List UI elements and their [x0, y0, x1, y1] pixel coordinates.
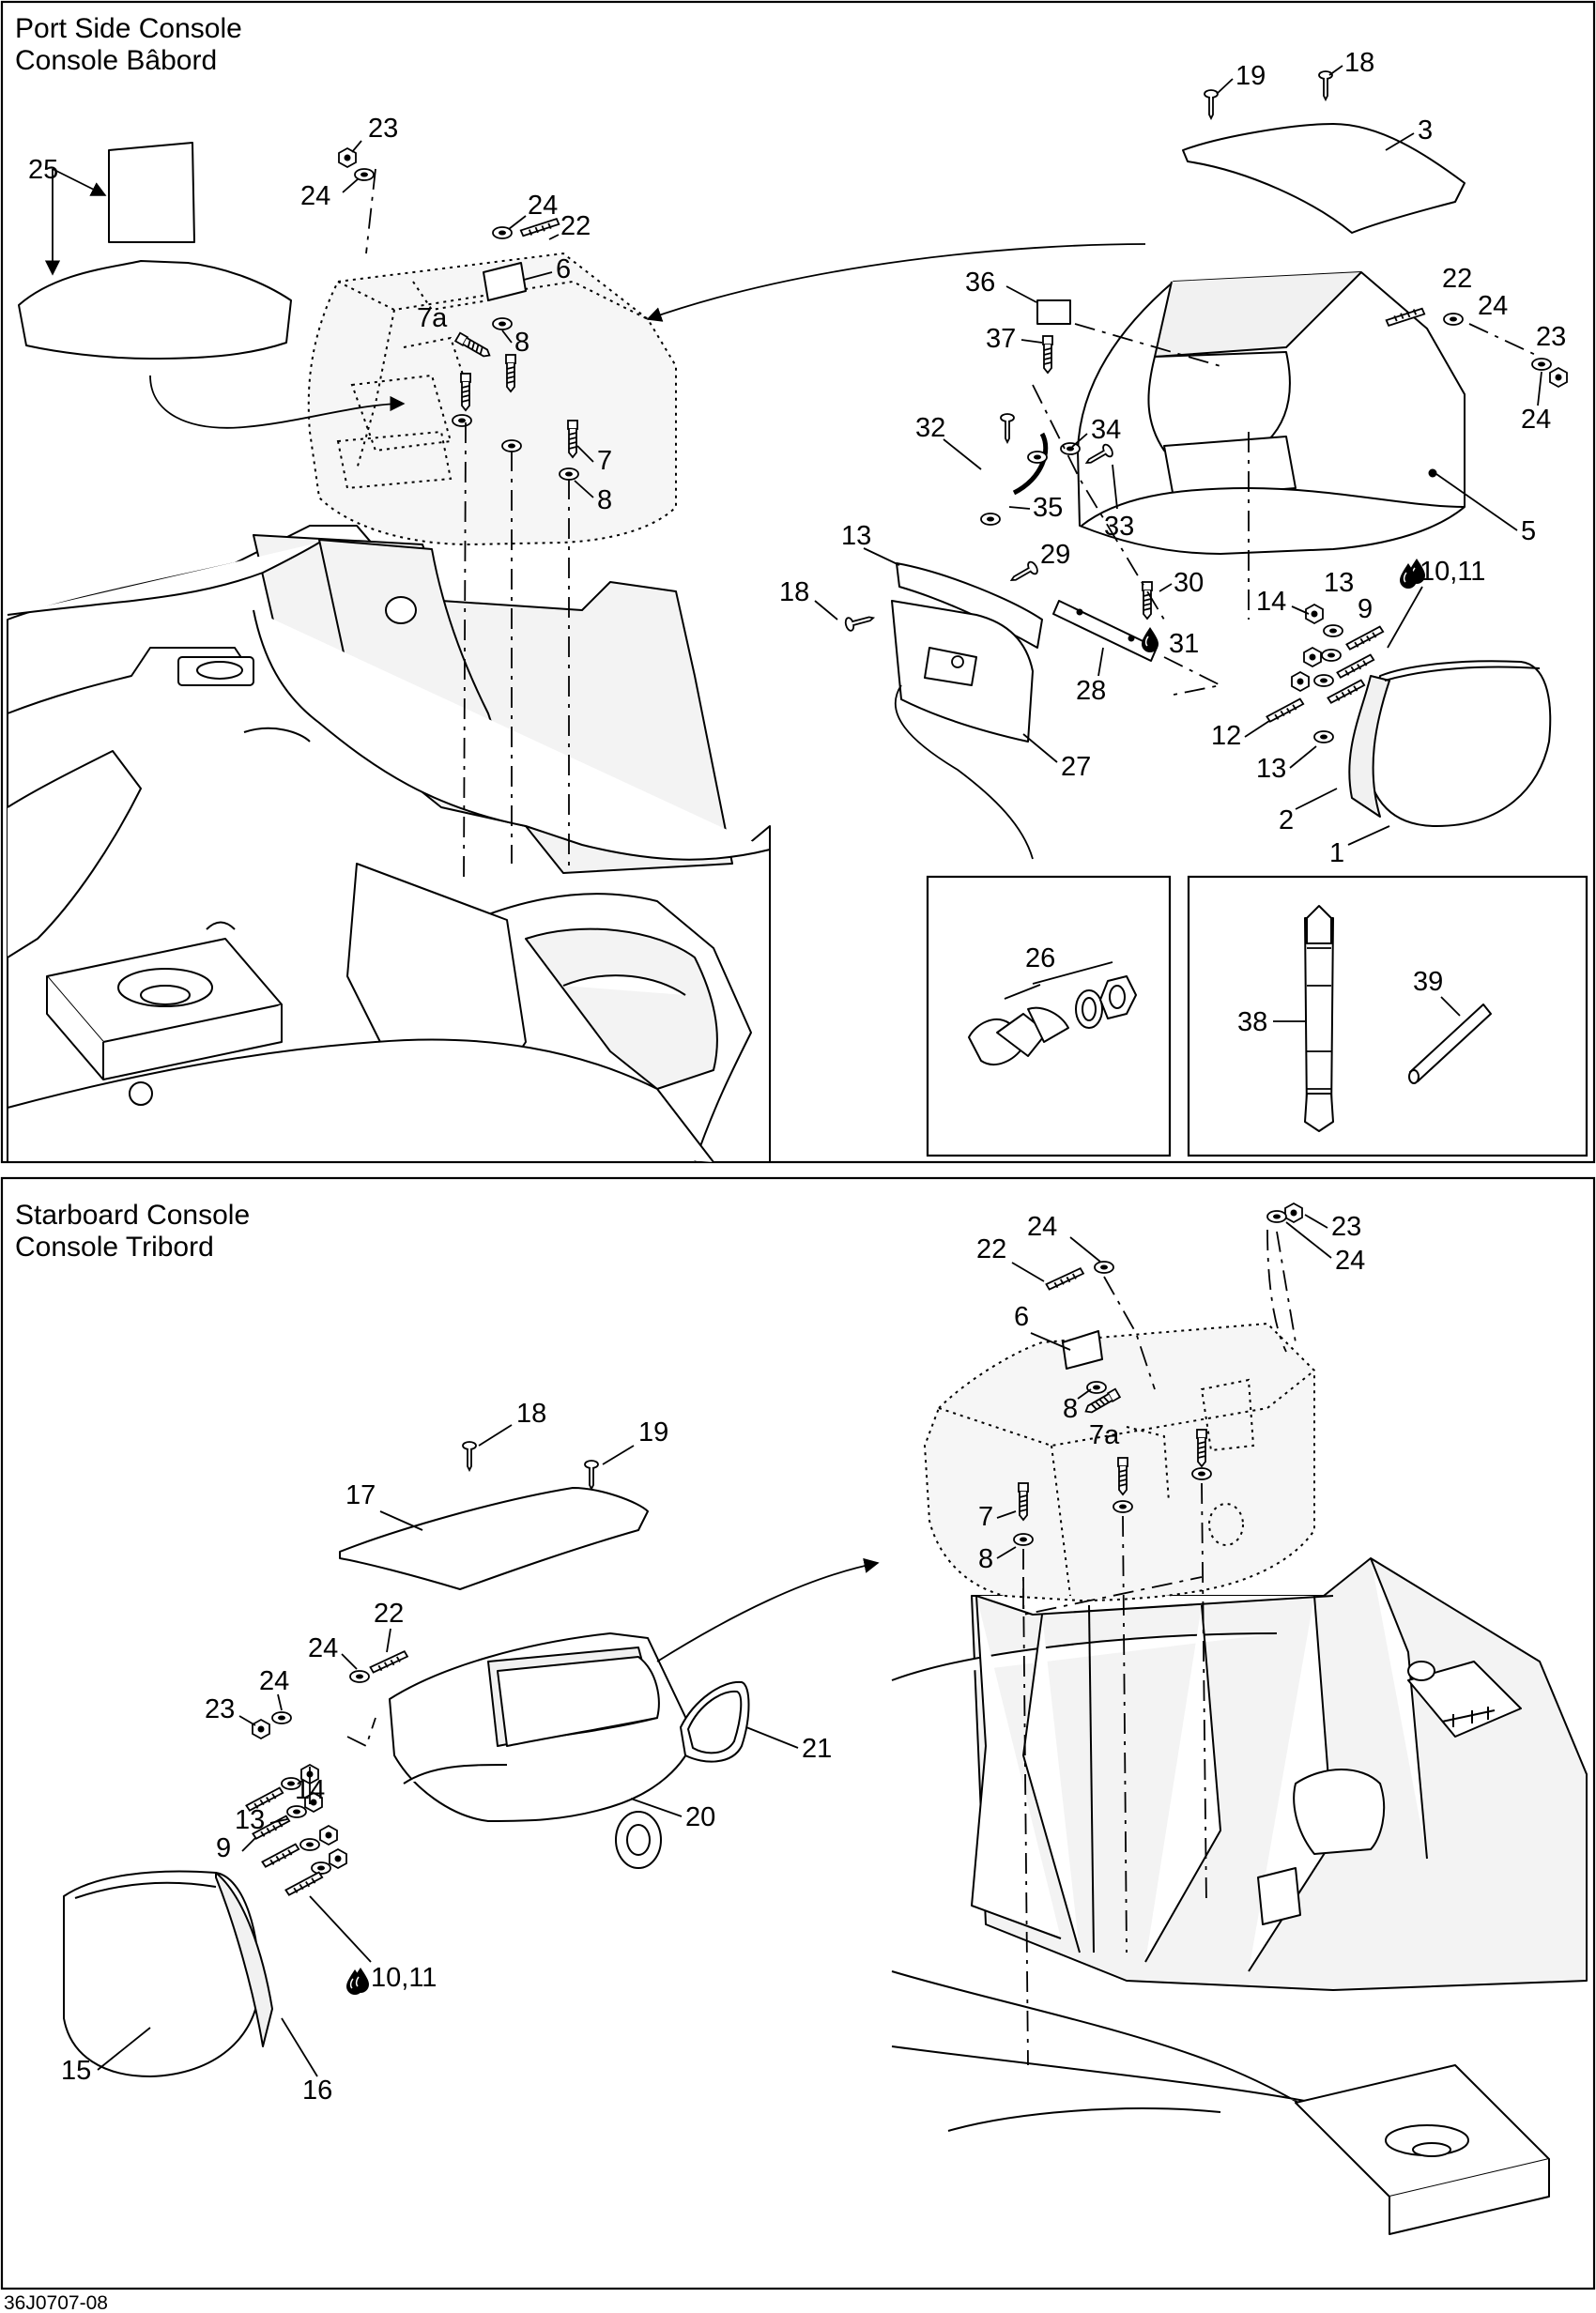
part-15-latch-housing [63, 1870, 273, 2077]
callout-p-32: 32 [915, 413, 945, 443]
callout-s-22b: 22 [374, 1599, 404, 1629]
callout-p-5: 5 [1521, 516, 1536, 546]
starboard-title-en: Starboard Console [15, 1200, 250, 1231]
callout-s-9: 9 [216, 1833, 231, 1863]
callout-p-4: 13 [841, 521, 871, 551]
part-28-bracket [1052, 600, 1158, 662]
callout-p-14: 14 [1256, 587, 1286, 617]
callout-p-30: 30 [1174, 568, 1204, 598]
starboard-title-fr: Console Tribord [15, 1232, 214, 1263]
callout-p-18a: 18 [1344, 48, 1374, 78]
callout-p-8a: 8 [514, 328, 529, 358]
callout-p-26: 26 [1025, 943, 1055, 973]
callout-p-23a: 23 [368, 114, 398, 144]
callout-p-3: 3 [1418, 115, 1433, 146]
callout-s-6: 6 [1014, 1302, 1029, 1332]
callout-p-33: 33 [1104, 512, 1134, 542]
callout-p-39: 39 [1413, 967, 1443, 997]
part-3-cover [1182, 70, 1466, 234]
starboard-hardware [243, 1202, 1303, 1996]
callout-p-9: 9 [1358, 594, 1373, 624]
callout-p-6: 6 [556, 254, 571, 284]
callout-p-25: 25 [28, 155, 58, 185]
port-console-ghost [307, 253, 677, 545]
starboard-hull-deck [891, 1557, 1588, 2235]
callout-p-22: 22 [560, 211, 591, 241]
callout-p-28: 28 [1076, 676, 1106, 706]
callout-s-19: 19 [638, 1417, 668, 1448]
port-callouts: 23 24 25 24 22 6 7a 8 7 8 19 18 3 36 37 … [28, 48, 1566, 1037]
callout-p-35: 35 [1033, 493, 1063, 523]
callout-p-34: 34 [1091, 415, 1121, 445]
callout-s-7: 7 [978, 1502, 993, 1532]
callout-s-24a: 24 [1027, 1212, 1057, 1242]
part-27-glovebox-door [891, 600, 1034, 860]
starboard-callouts: 24 22 23 24 6 8 7a 7 8 18 19 17 22 24 24… [61, 1212, 1365, 2106]
callout-p-13a: 13 [1324, 568, 1354, 598]
callout-p-24c: 24 [1478, 291, 1508, 321]
callout-s-23a: 23 [1331, 1212, 1361, 1242]
reference-code: 36J0707-08 [4, 2292, 108, 2313]
detail-box-38-39 [1187, 875, 1588, 1157]
part-21-seal [680, 1680, 750, 1763]
callout-s-7a: 7a [1089, 1420, 1120, 1450]
callout-s-22a: 22 [976, 1234, 1006, 1264]
callout-p-7b: 7 [597, 446, 612, 476]
part-38-tool [1304, 905, 1334, 1132]
callout-s-8b: 8 [978, 1544, 993, 1574]
port-title-en: Port Side Console [15, 13, 242, 44]
callout-p-27: 27 [1061, 752, 1091, 782]
callout-p-29: 29 [1040, 540, 1070, 570]
callout-s-17: 17 [345, 1480, 376, 1510]
callout-s-24d: 24 [259, 1666, 289, 1696]
callout-s-24c: 24 [308, 1633, 338, 1663]
callout-p-2: 2 [1279, 805, 1294, 835]
callout-s-24b: 24 [1335, 1246, 1365, 1276]
starboard-alignment-lines [346, 1229, 1297, 2066]
port-hardware [338, 147, 1568, 743]
callout-p-24a: 24 [300, 181, 330, 211]
callout-s-18: 18 [516, 1399, 546, 1429]
callout-p-23b: 23 [1536, 322, 1566, 352]
callout-p-24d: 24 [1521, 405, 1551, 435]
port-title-fr: Console Bâbord [15, 45, 217, 76]
callout-s-20: 20 [685, 1802, 715, 1832]
part-20-console [389, 1632, 696, 1869]
part-26-drain-plug [968, 961, 1137, 1065]
callout-s-23b: 23 [205, 1694, 235, 1724]
callout-p-18b: 18 [779, 577, 809, 607]
callout-s-13: 13 [235, 1805, 265, 1835]
part-5-console [1077, 271, 1466, 555]
callout-p-8b: 8 [597, 485, 612, 515]
port-alignment-lines [365, 168, 1541, 883]
callout-s-16: 16 [302, 2076, 332, 2106]
part-39-rod [1408, 1003, 1492, 1084]
callout-s-21: 21 [802, 1734, 832, 1764]
callout-p-13b: 13 [1256, 754, 1286, 784]
callout-p-7a: 7a [417, 303, 448, 333]
callout-p-31: 31 [1169, 629, 1199, 659]
callout-p-36: 36 [965, 268, 995, 298]
callout-s-8a: 8 [1063, 1394, 1078, 1424]
callout-p-37: 37 [986, 324, 1016, 354]
callout-p-22b: 22 [1442, 264, 1472, 294]
part-17-cover [339, 1441, 649, 1590]
part-25-decal [18, 142, 406, 429]
port-hull-deck [7, 525, 771, 1163]
callout-p-19: 19 [1235, 61, 1266, 91]
callout-p-10-11: 10,11 [1420, 557, 1485, 587]
callout-p-12: 12 [1211, 721, 1241, 751]
callout-s-15: 15 [61, 2056, 91, 2086]
callout-p-38: 38 [1237, 1007, 1267, 1037]
callout-s-10-11: 10,11 [371, 1963, 437, 1993]
callout-p-24b: 24 [528, 191, 558, 221]
part-1-latch-housing [1348, 660, 1552, 827]
callout-p-1: 1 [1329, 838, 1344, 868]
